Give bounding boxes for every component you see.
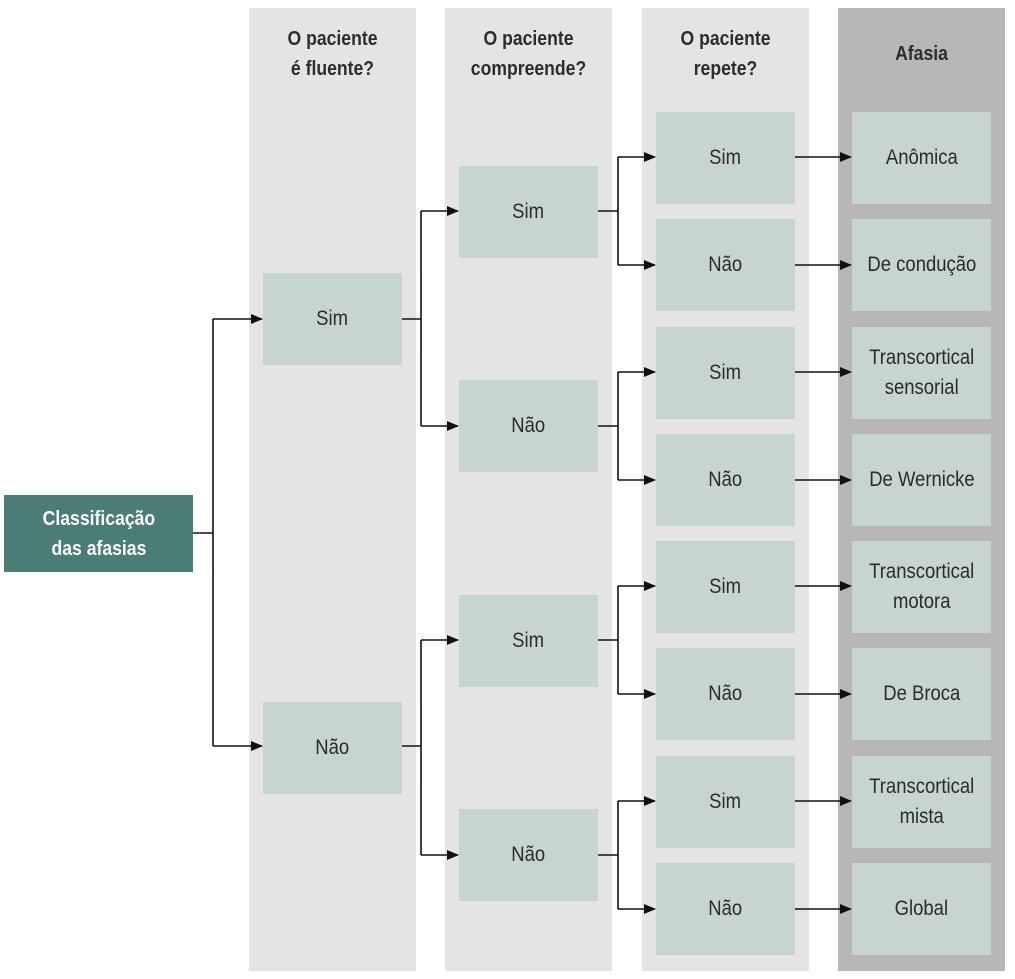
column-fluent-background (249, 8, 416, 971)
connector-comp-3 (598, 586, 619, 694)
comprehends-box-label: Não (511, 414, 546, 437)
repeats-box-3: Sim (656, 327, 795, 419)
repeats-box-label: Não (708, 682, 743, 705)
repeats-box-label: Sim (709, 146, 742, 169)
aphasia-box-transcortical-motora: Transcortical motora (852, 541, 991, 633)
root-label: Classificação das afasias (42, 507, 155, 560)
repeats-box-label: Sim (709, 361, 742, 384)
aphasia-box-conducao: De condução (852, 219, 991, 311)
aphasia-box-label: De Wernicke (868, 468, 975, 491)
aphasia-box-label: De Broca (882, 682, 961, 705)
repeats-box-label: Sim (709, 575, 742, 598)
comprehends-box-label: Sim (512, 200, 545, 223)
repeats-box-5: Sim (656, 541, 795, 633)
comprehends-box-1: Sim (459, 166, 598, 258)
column-header-aphasia: Afasia (895, 43, 948, 65)
comprehends-box-4: Não (459, 809, 598, 901)
aphasia-box-label: Transcortical sensorial (868, 346, 975, 399)
fluent-box-sim: Sim (263, 273, 402, 365)
connector-root (193, 319, 214, 746)
connector-comp-2 (598, 372, 619, 480)
comprehends-box-2: Não (459, 380, 598, 472)
comprehends-box-label: Não (511, 843, 546, 866)
column-header-comprehends: O paciente compreende? (470, 28, 587, 80)
repeats-box-6: Não (656, 648, 795, 740)
aphasia-box-label: Global (894, 897, 949, 920)
repeats-box-label: Não (708, 897, 743, 920)
repeats-box-label: Não (708, 253, 743, 276)
repeats-box-label: Não (708, 468, 743, 491)
connector-fluent-nao (402, 640, 422, 855)
repeats-box-8: Não (656, 863, 795, 955)
connector-comp-4 (598, 801, 619, 909)
comprehends-box-3: Sim (459, 595, 598, 687)
comprehends-box-label: Sim (512, 629, 545, 652)
repeats-box-1: Sim (656, 112, 795, 204)
aphasia-box-label: Transcortical mista (868, 775, 975, 828)
aphasia-box-anomica: Anômica (852, 112, 991, 204)
fluent-box-nao: Não (263, 702, 402, 794)
repeats-box-2: Não (656, 219, 795, 311)
repeats-box-4: Não (656, 434, 795, 526)
column-header-fluent: O paciente é fluente? (287, 28, 378, 80)
aphasia-box-transcortical-mista: Transcortical mista (852, 756, 991, 848)
repeats-box-label: Sim (709, 790, 742, 813)
aphasia-box-wernicke: De Wernicke (852, 434, 991, 526)
aphasia-box-label: Anômica (885, 146, 958, 169)
aphasia-box-global: Global (852, 863, 991, 955)
connector-comp-1 (598, 157, 619, 265)
fluent-box-label: Não (315, 736, 350, 759)
connector-fluent-sim (402, 211, 422, 426)
fluent-box-label: Sim (316, 307, 349, 330)
aphasia-box-label: Transcortical motora (868, 560, 975, 613)
repeats-box-7: Sim (656, 756, 795, 848)
root-node: Classificação das afasias (4, 495, 193, 572)
aphasia-box-label: De condução (867, 253, 976, 276)
aphasia-box-transcortical-sensorial: Transcortical sensorial (852, 327, 991, 419)
column-header-repeats: O paciente repete? (680, 28, 771, 80)
aphasia-box-broca: De Broca (852, 648, 991, 740)
